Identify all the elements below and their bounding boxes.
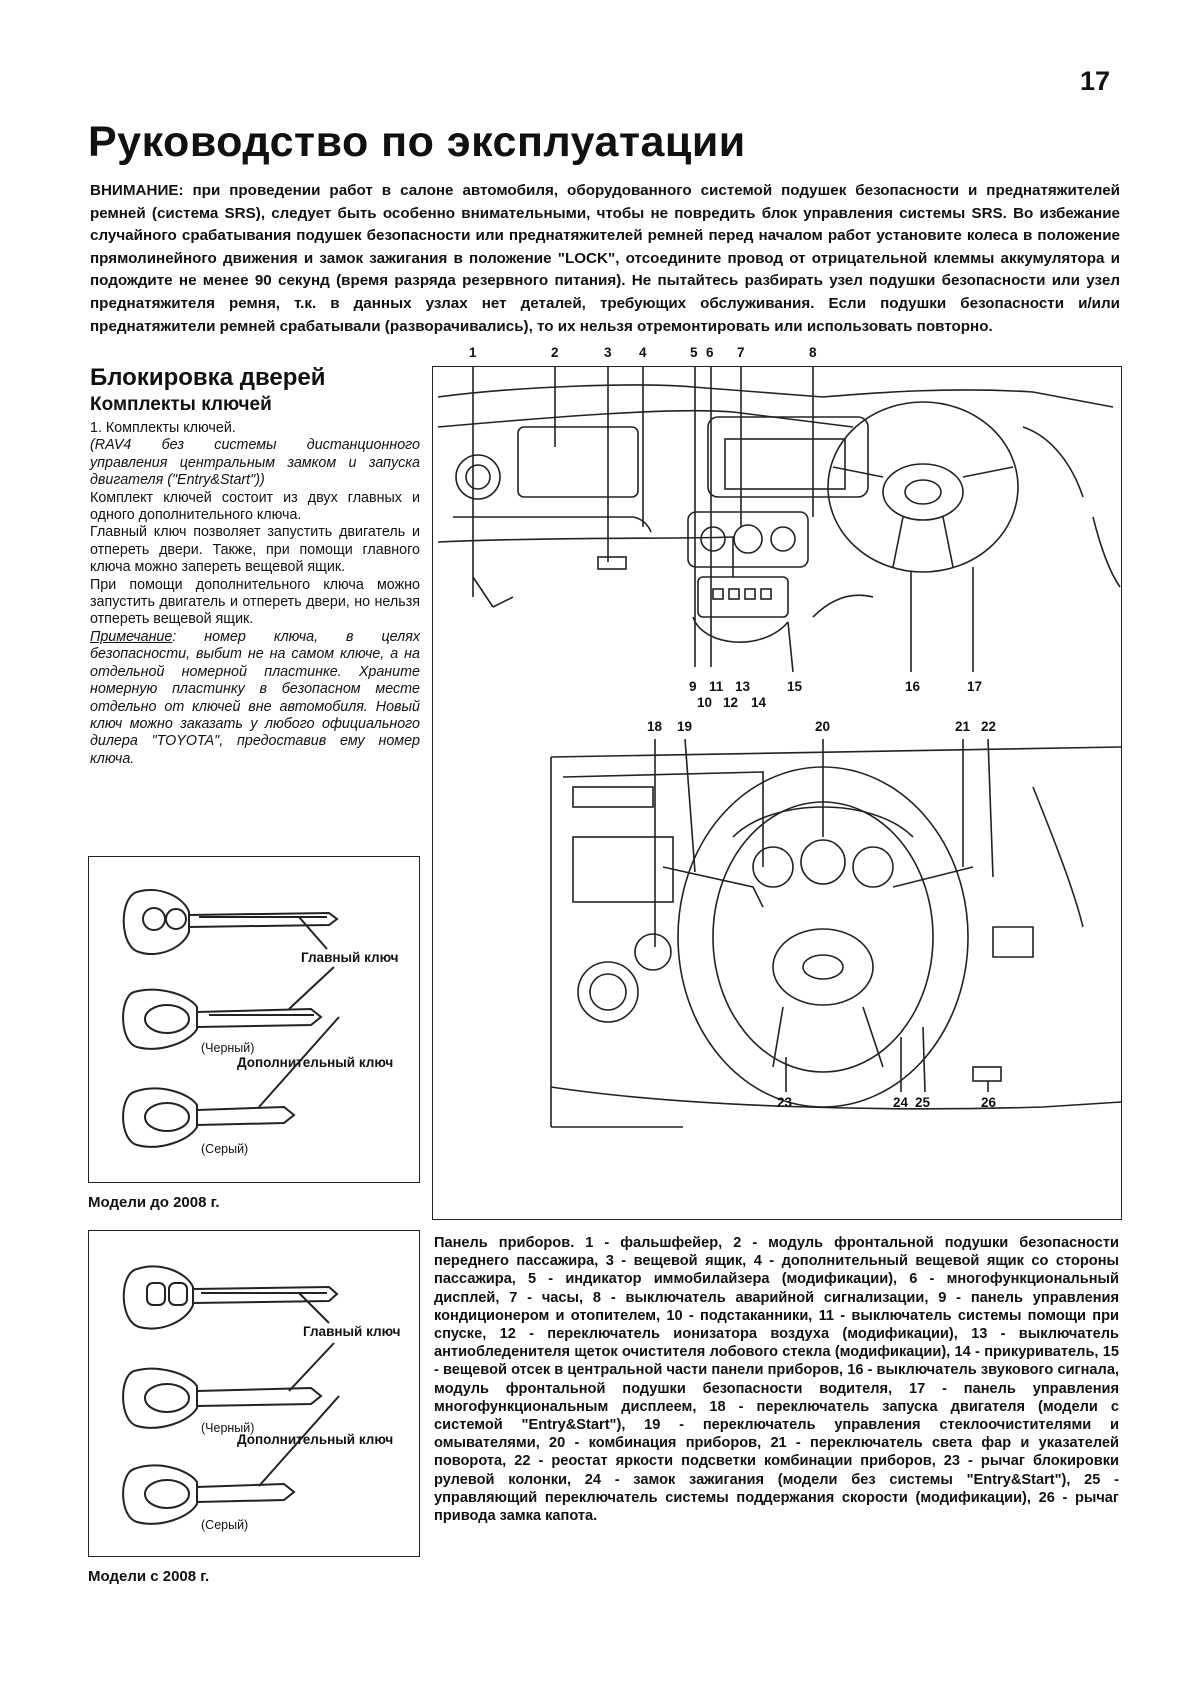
warning-paragraph: ВНИМАНИЕ: при проведении работ в салоне … — [90, 180, 1120, 338]
caption-old: Модели до 2008 г. — [88, 1194, 220, 1211]
callout-3: 3 — [604, 345, 612, 360]
keys-drawing-new — [122, 1265, 340, 1525]
callout-11: 11 — [709, 679, 724, 694]
callout-10: 10 — [697, 695, 713, 710]
callout-26: 26 — [981, 1095, 997, 1110]
callout-2: 2 — [551, 345, 559, 360]
callout-13: 13 — [735, 679, 751, 694]
callout-18: 18 — [647, 719, 663, 734]
callout-15: 15 — [787, 679, 803, 694]
callout-16: 16 — [905, 679, 921, 694]
callout-5: 5 — [690, 345, 698, 360]
subsection-heading: Комплекты ключей — [90, 394, 272, 415]
callout-20: 20 — [815, 719, 831, 734]
callout-23: 23 — [777, 1095, 793, 1110]
callout-8: 8 — [809, 345, 817, 360]
callout-17: 17 — [967, 679, 983, 694]
keys-figure-new: Главный ключ (Черный) Дополнительный клю… — [88, 1230, 420, 1557]
black-label: (Черный) — [201, 1421, 255, 1435]
callout-21: 21 — [955, 719, 971, 734]
dashboard-drawing — [437, 367, 1121, 1128]
paragraph-3: При помощи дополнительного ключа можно з… — [90, 576, 420, 628]
key-sets-text: 1. Комплекты ключей. (RAV4 без системы д… — [90, 420, 420, 768]
page-title: Руководство по эксплуатации — [88, 118, 746, 166]
note-label: Примечание — [90, 628, 173, 645]
paragraph-2: Главный ключ позволяет запустить двигате… — [90, 524, 420, 576]
extra-key-label: Дополнительный ключ — [237, 1055, 394, 1070]
dashboard-caption: Панель приборов. 1 - фальшфейер, 2 - мод… — [434, 1235, 1119, 1525]
callout-19: 19 — [677, 719, 693, 734]
note-paragraph: Примечание: номер ключа, в целях безопас… — [90, 629, 420, 768]
main-key-label: Главный ключ — [303, 1324, 401, 1339]
callout-24: 24 — [893, 1095, 909, 1110]
paragraph-1: Комплект ключей состоит из двух главных … — [90, 489, 420, 524]
gray-label: (Серый) — [201, 1518, 249, 1532]
caption-new: Модели с 2008 г. — [88, 1568, 210, 1585]
main-key-label: Главный ключ — [301, 950, 399, 965]
section-heading: Блокировка дверей — [90, 364, 326, 391]
callout-1: 1 — [469, 345, 477, 360]
gray-label: (Серый) — [201, 1142, 249, 1156]
callout-7: 7 — [737, 345, 745, 360]
page-number: 17 — [1080, 66, 1111, 96]
extra-key-label: Дополнительный ключ — [237, 1432, 394, 1447]
callout-14: 14 — [751, 695, 767, 710]
callout-4: 4 — [639, 345, 647, 360]
black-label: (Черный) — [201, 1041, 255, 1055]
warning-text: при проведении работ в салоне автомобиля… — [90, 182, 1120, 335]
keys-figure-old: Главный ключ (Черный) Дополнительный клю… — [88, 856, 420, 1183]
callout-25: 25 — [915, 1095, 931, 1110]
item-note: (RAV4 без системы дистанционного управле… — [90, 437, 420, 489]
keys-drawing-old — [122, 888, 340, 1148]
dashboard-figure: 1 2 3 4 5 6 7 8 9 11 13 15 16 17 10 12 1… — [432, 345, 1122, 1220]
callout-6: 6 — [706, 345, 714, 360]
warning-label: ВНИМАНИЕ: — [90, 182, 184, 199]
callout-22: 22 — [981, 719, 997, 734]
callout-12: 12 — [723, 695, 739, 710]
item-title: 1. Комплекты ключей. — [90, 420, 236, 436]
callout-9: 9 — [689, 679, 697, 694]
note-text: : номер ключа, в целях безопасности, выб… — [90, 628, 420, 767]
